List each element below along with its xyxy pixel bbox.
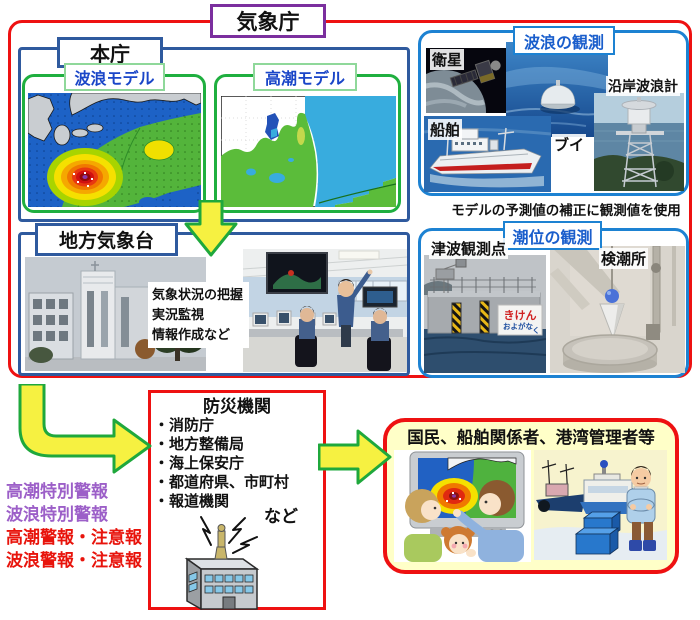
disaster-org-item: ・地方整備局 [154,436,245,453]
down-arrow-icon [184,200,238,257]
tide-station-photo [550,246,685,373]
coastal-gauge-label: 沿岸波浪計 [608,78,678,94]
buoy-label: ブイ [554,137,585,154]
satellite-label: 衛星 [432,52,463,69]
port-worker-illustration [534,450,667,560]
jma-title-box: 気象庁 [210,4,326,38]
satellite-label-chip: 衛星 [430,49,465,70]
local-office-label-box: 地方気象台 [35,223,178,256]
jma-outer-frame [8,20,692,378]
cyclone-bullseye [47,148,123,206]
tide-observation-label-box: 潮位の観測 [503,221,602,250]
wave-model-label: 波浪モデル [74,71,155,88]
surge-model-label-box: 高潮モデル [253,63,357,91]
headquarters-label-box: 本庁 [57,37,163,68]
wave-observation-title: 波浪の観測 [523,34,604,52]
local-office-label: 地方気象台 [58,231,154,252]
disaster-org-item: ・消防庁 [154,417,215,434]
tsunami-point-label: 津波観測点 [431,241,507,258]
warning-list: 高潮特別警報 波浪特別警報 高潮警報・注意報 波浪警報・注意報 [6,480,148,572]
right-arrow-icon [318,429,392,485]
tide-observation-title: 潮位の観測 [512,229,593,247]
tide-station-label-chip: 検潮所 [599,248,649,269]
disaster-org-item: ・海上保安庁 [154,455,245,472]
tsunami-observation-photo: きけん およがな く [424,255,546,373]
disaster-org-item: ・都道府県、市町村 [154,474,290,491]
task-line-3: 情報作成など [152,326,231,342]
task-line-2: 実況監視 [152,306,205,322]
warning-special-storm-surge: 高潮特別警報 [6,482,108,501]
local-office-operations-photo [243,249,407,372]
headquarters-label: 本庁 [90,44,130,66]
ship-label: 船舶 [430,122,461,139]
satellite-photo [426,48,521,113]
warning-wave: 波浪警報・注意報 [6,551,142,570]
disaster-orgs-list: ・消防庁 ・地方整備局 ・海上保安庁 ・都道府県、市町村 ・報道機関 [154,416,324,511]
disaster-org-item: ・報道機関 [154,493,230,510]
ship-photo [424,116,551,192]
disaster-orgs-title: 防災機関 [203,397,271,416]
danger-sign-line3: く [532,326,540,335]
tsunami-point-label-chip: 津波観測点 [429,238,509,259]
surge-model-map-image [221,96,396,207]
jma-title-text: 気象庁 [236,11,300,34]
coastal-wave-gauge-photo [594,93,684,191]
wave-observation-label-box: 波浪の観測 [513,26,615,55]
wave-model-map-image [28,93,201,207]
warning-special-wave: 波浪特別警報 [6,505,108,524]
danger-sign-line2: およがな [503,321,533,331]
curved-arrow-icon [18,384,152,474]
surge-model-label: 高潮モデル [264,71,345,88]
wave-model-label-box: 波浪モデル [64,63,165,91]
ship-label-chip: 船舶 [428,119,463,140]
local-office-tasks: 気象状況の把握 実況監視 情報作成など [148,282,249,348]
task-line-1: 気象状況の把握 [152,287,244,302]
buoy-label-chip: ブイ [552,134,587,155]
warning-storm-surge: 高潮警報・注意報 [6,528,142,547]
recipients-title: 国民、船舶関係者、港湾管理者等 [407,429,655,447]
tide-station-label: 検潮所 [601,251,647,268]
observation-note: モデルの予測値の補正に観測値を使用 [451,203,681,218]
etc-label: など [264,507,298,526]
family-watching-tv-illustration [394,450,531,562]
coastal-gauge-label-chip: 沿岸波浪計 [606,76,680,96]
broadcast-building-icon [184,516,260,610]
danger-sign-line1: きけん [504,309,537,322]
